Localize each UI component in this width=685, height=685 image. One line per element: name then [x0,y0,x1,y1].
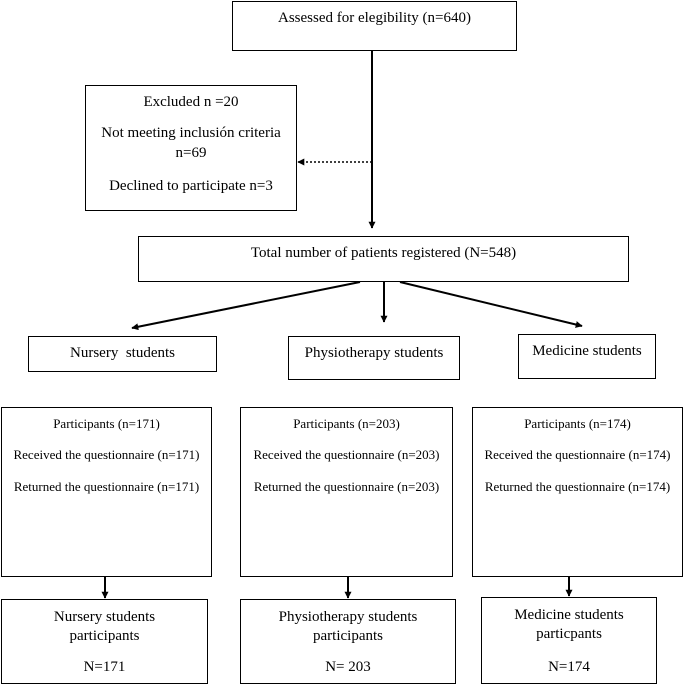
final-title-line1: Medicine students [514,607,624,623]
registered-text: Total number of patients registered (N=5… [250,245,517,261]
final-title-line2: participants [69,628,140,644]
participants-text: Participants (n=174) [524,416,631,431]
final-title-line1: Nursery students [53,609,156,625]
group-label-text: Medicine students [532,343,642,359]
eligibility-text: Assessed for elegibility (n=640) [277,10,471,26]
final-title-line2: particpants [536,626,602,642]
final-count: N= 203 [325,659,371,675]
excluded-declined: Declined to participate n=3 [109,178,273,194]
participants-text: Participants (n=171) [53,416,160,431]
final-count: N=174 [548,659,590,675]
group-label-nursery: Nursery students [28,336,217,372]
returned-text: Returned the questionnaire (n=174) [484,479,671,494]
final-count: N=171 [83,659,126,675]
questionnaire-box-physiotherapy: Participants (n=203) Received the questi… [240,407,453,577]
registered-box: Total number of patients registered (N=5… [138,236,629,282]
final-box-nursery: Nursery students participants N=171 [1,599,208,684]
excluded-criteria-line1: Not meeting inclusión criteria [101,125,281,141]
returned-text: Returned the questionnaire (n=171) [13,479,200,494]
questionnaire-box-medicine: Participants (n=174) Received the questi… [472,407,683,577]
arrow-registered-to-nursery [131,281,361,331]
final-box-physiotherapy: Physiotherapy students participants N= 2… [240,599,456,684]
group-label-physiotherapy: Physiotherapy students [288,336,460,380]
participants-text: Participants (n=203) [293,416,400,431]
group-label-text: Nursery students [70,345,175,361]
received-text: Received the questionnaire (n=203) [253,447,440,462]
final-title-line1: Physiotherapy students [278,609,418,625]
arrow-registered-to-medicine [399,281,583,328]
group-label-medicine: Medicine students [518,334,656,379]
received-text: Received the questionnaire (n=174) [484,447,671,462]
group-label-text: Physiotherapy students [304,345,444,361]
received-text: Received the questionnaire (n=171) [13,447,200,462]
final-box-medicine: Medicine students particpants N=174 [481,597,657,684]
eligibility-box: Assessed for elegibility (n=640) [232,1,517,51]
excluded-criteria-line2: n=69 [175,145,207,161]
returned-text: Returned the questionnaire (n=203) [253,479,440,494]
final-title-line2: participants [313,628,383,644]
questionnaire-box-nursery: Participants (n=171) Received the questi… [1,407,212,577]
excluded-title: Excluded n =20 [143,94,239,110]
excluded-box: Excluded n =20 Not meeting inclusión cri… [85,85,297,211]
